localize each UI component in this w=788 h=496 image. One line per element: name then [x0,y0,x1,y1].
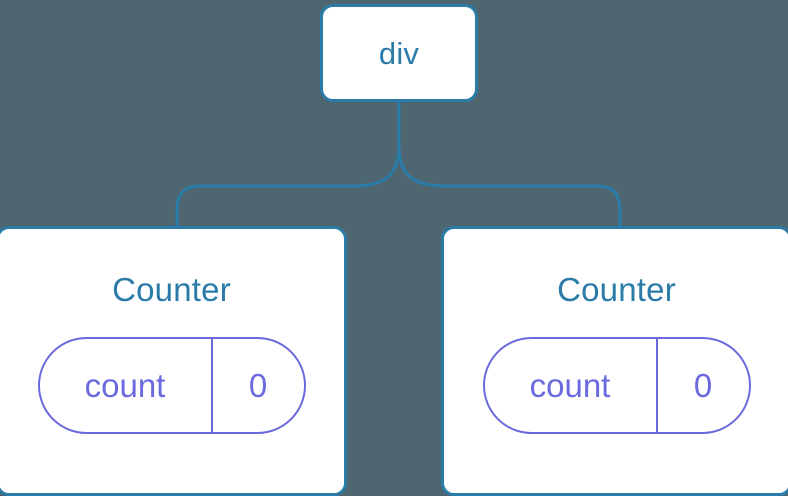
node-div[interactable]: div [320,4,478,102]
node-counter-1-title: Counter [557,271,676,308]
state-pill-0[interactable]: count 0 [37,337,306,434]
node-counter-1[interactable]: Counter count 0 [441,226,788,496]
connector-root-to-child-0 [175,99,401,230]
node-counter-0[interactable]: Counter count 0 [0,226,347,496]
node-counter-0-title: Counter [112,271,231,308]
state-pill-1[interactable]: count 0 [482,337,751,434]
state-key-0: count [40,339,213,432]
connector-root-to-child-1 [397,144,622,230]
node-div-label: div [378,35,420,71]
state-key-1: count [485,339,658,432]
state-value-0: 0 [248,367,268,404]
state-value-1: 0 [693,367,713,404]
